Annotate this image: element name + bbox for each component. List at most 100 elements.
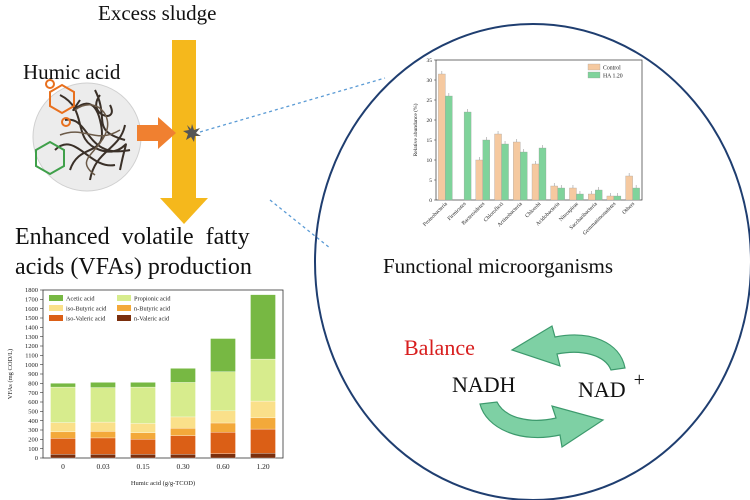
vfa-bar-segment — [250, 294, 276, 360]
vfa-bar-segment — [250, 417, 276, 430]
vfa-legend-label: n-Valeric acid — [134, 316, 170, 323]
excess-sludge-label: Excess sludge — [98, 1, 217, 25]
microbe-y-tick-label: 5 — [429, 178, 432, 184]
sludge-down-arrow — [160, 40, 208, 224]
microbe-x-tick-label: Chlorobi — [524, 201, 542, 219]
vfa-bar-segment — [250, 428, 276, 454]
vfa-bar-segment — [170, 416, 196, 429]
microbe-bar — [538, 147, 547, 201]
microbe-bar — [606, 195, 615, 201]
vfa-bar-segment — [130, 386, 156, 424]
vfa-y-tick-label: 700 — [28, 390, 38, 397]
vfa-legend-swatch — [117, 305, 131, 311]
microbe-legend-swatch — [587, 63, 601, 71]
flow-arrow — [137, 117, 176, 149]
vfa-bar-segment — [90, 382, 116, 388]
microbe-y-tick-label: 10 — [427, 158, 433, 164]
vfa-y-tick-label: 1400 — [25, 325, 38, 332]
vfa-y-tick-label: 1300 — [25, 334, 38, 341]
vfa-legend-swatch — [49, 315, 63, 321]
microbe-bar — [625, 175, 633, 201]
vfa-legend-swatch — [117, 315, 131, 321]
microbe-x-tick-label: Others — [621, 201, 636, 216]
microbe-y-axis-label: Relative abundance (%) — [412, 103, 419, 156]
microbe-bar — [595, 189, 603, 201]
vfa-bar-segment — [50, 454, 76, 459]
vfa-bar-segment — [50, 431, 76, 439]
vfa-legend-label: iso-Valeric acid — [66, 316, 106, 323]
vfa-y-tick-label: 800 — [28, 381, 38, 388]
microbe-bar — [463, 111, 472, 201]
vfa-x-tick-label: 0.03 — [96, 462, 109, 471]
zoom-line-top — [199, 77, 386, 133]
microbe-x-tick-label: Gemmatimonadetes — [582, 201, 617, 236]
vfa-legend-label: Acetic acid — [66, 296, 95, 303]
vfa-bar-segment — [210, 410, 236, 424]
vfa-x-tick-label: 1.20 — [256, 462, 269, 471]
vfa-legend-swatch — [49, 295, 63, 301]
vfa-stacked-bar-chart: 0100200300400500600700800900100011001200… — [7, 287, 284, 487]
microbe-bar — [494, 133, 502, 201]
vfa-y-tick-label: 500 — [28, 409, 38, 416]
nad-superscript: + — [633, 369, 645, 391]
vfa-y-tick-label: 1100 — [25, 353, 38, 360]
vfa-bar-segment — [170, 368, 196, 383]
vfa-y-tick-label: 1200 — [25, 343, 38, 350]
microbe-bar — [632, 187, 640, 201]
vfa-legend-label: iso-Butyric acid — [66, 306, 107, 313]
vfa-y-tick-label: 1000 — [25, 362, 38, 369]
microbe-bar — [482, 139, 490, 201]
vfa-bar-segment — [250, 453, 276, 459]
humic-acid-particle — [32, 79, 142, 192]
vfa-y-tick-label: 900 — [28, 371, 38, 378]
functional-microorganisms-label: Functional microorganisms — [383, 254, 614, 278]
vfa-bar-segment — [210, 422, 236, 433]
vfa-bar-segment — [210, 453, 236, 459]
microbe-y-tick-label: 35 — [427, 58, 433, 64]
vfa-x-axis-label: Humic acid (g/g-TCOD) — [131, 480, 195, 487]
vfa-bar-segment — [50, 438, 76, 455]
vfa-bar-segment — [130, 439, 156, 455]
vfa-bar-segment — [170, 435, 196, 455]
microbe-legend-label: HA 1.20 — [603, 74, 623, 80]
vfa-y-tick-label: 0 — [35, 455, 38, 462]
vfa-y-tick-label: 1600 — [25, 306, 38, 313]
microbe-bar — [531, 163, 540, 201]
green-molecule — [35, 140, 65, 176]
vfa-bar-segment — [50, 422, 76, 433]
enhanced-vfa-label-line2: acids (VFAs) production — [15, 254, 252, 280]
humic-acid-label: Humic acid — [23, 60, 121, 84]
microbe-bar — [576, 193, 584, 201]
vfa-bar-segment — [250, 358, 276, 402]
vfa-bar-segment — [90, 437, 116, 455]
vfa-y-tick-label: 1500 — [25, 315, 38, 322]
vfa-y-tick-label: 400 — [28, 418, 38, 425]
microbe-bar — [513, 141, 521, 201]
balance-label: Balance — [404, 335, 475, 360]
microbe-y-tick-label: 20 — [427, 118, 433, 124]
cycle-arrow-top — [510, 325, 626, 371]
vfa-y-axis-label: VFAs (mg COD/L) — [7, 349, 14, 399]
vfa-bar-segment — [50, 383, 76, 388]
vfa-y-tick-label: 1700 — [25, 297, 38, 304]
microbe-bar — [445, 95, 453, 201]
vfa-x-tick-label: 0.15 — [136, 462, 149, 471]
vfa-bar-segment — [130, 454, 156, 459]
microbe-y-tick-label: 30 — [427, 78, 433, 84]
microbe-bar — [550, 185, 558, 201]
vfa-bar-segment — [130, 432, 156, 440]
microbe-bar — [588, 193, 596, 201]
zoom-line-bottom — [269, 199, 331, 249]
microbe-bar — [501, 143, 509, 201]
microbe-legend-label: Control — [603, 66, 621, 72]
vfa-y-tick-label: 100 — [28, 446, 38, 453]
vfa-bar-segment — [50, 386, 76, 423]
vfa-bar-segment — [130, 423, 156, 433]
vfa-bar-segment — [170, 454, 196, 459]
vfa-y-tick-label: 200 — [28, 437, 38, 444]
vfa-legend-label: Propionic acid — [134, 296, 171, 303]
enhanced-vfa-label-line1: Enhanced volatile fatty — [15, 224, 250, 250]
vfa-bar-segment — [210, 338, 236, 372]
